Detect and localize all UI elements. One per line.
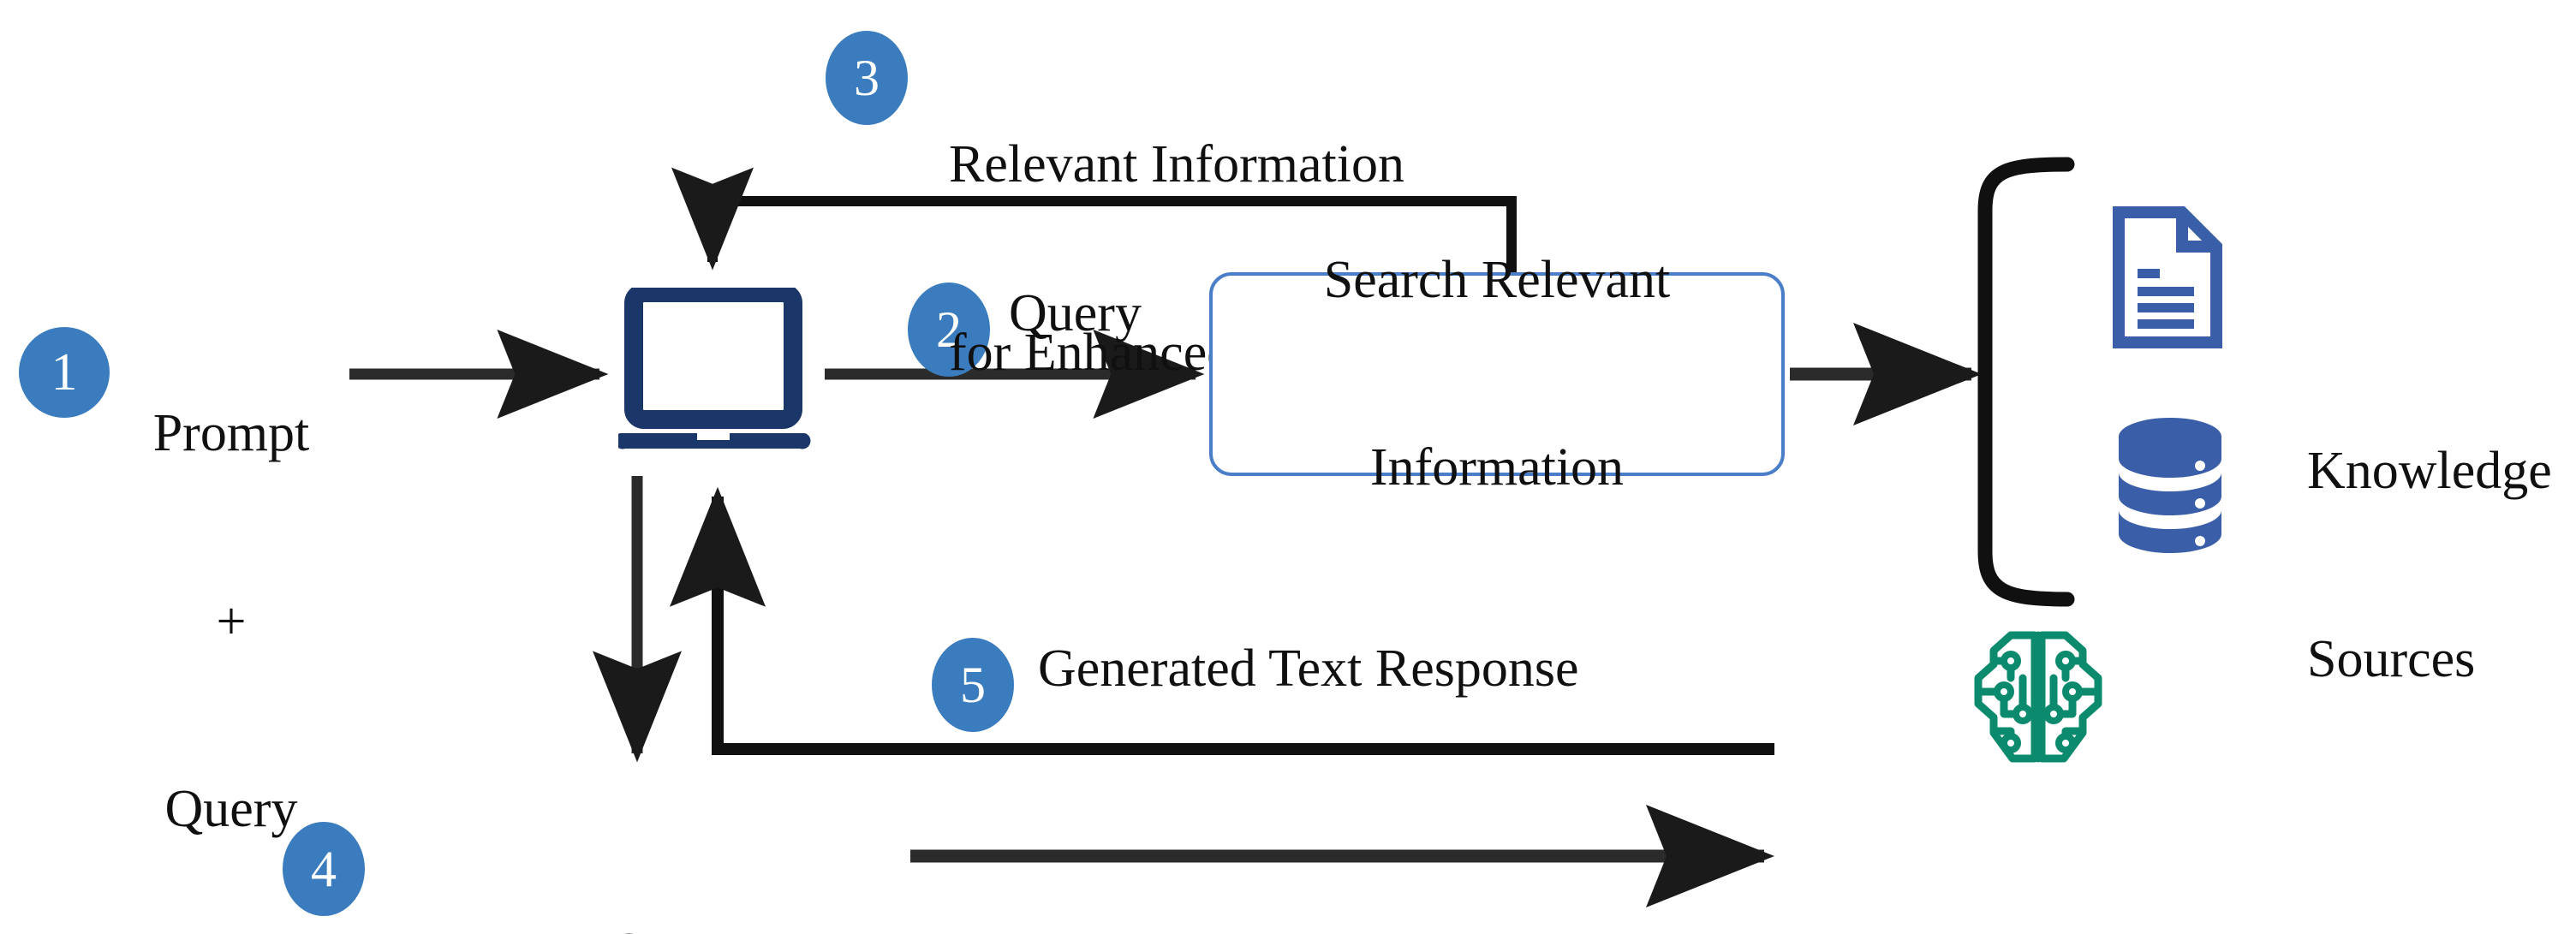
llm-endpoint-label: Large Language Model EndPoint (1833, 803, 2252, 934)
step-4-label: Prompt + Query + Enhanced Context (384, 796, 804, 934)
step-4-line-1: Prompt + Query + (384, 921, 804, 934)
step-5-label: Generated Text Response (1038, 640, 1579, 698)
laptop-icon (614, 283, 824, 459)
step-badge-4[interactable]: 4 (283, 822, 365, 916)
search-box-label: Search Relevant Information (1324, 123, 1671, 624)
step-1-line-1: Prompt (152, 404, 310, 463)
knowledge-sources-label: Knowledge Sources (2307, 315, 2552, 816)
database-icon (2110, 416, 2230, 567)
document-icon (2112, 205, 2223, 349)
step-1-line-3: Query (164, 780, 298, 839)
brain-circuit-icon (1961, 622, 2115, 776)
search-relevant-information-box[interactable]: Search Relevant Information (1209, 251, 1785, 497)
knowledge-sources-line-2: Sources (2307, 629, 2476, 688)
knowledge-sources-line-1: Knowledge (2307, 442, 2552, 501)
step-badge-2[interactable]: 2 (908, 283, 990, 377)
step-3-line-1: Relevant Information (949, 135, 1404, 194)
step-badge-1[interactable]: 1 (19, 327, 110, 418)
step-badge-5[interactable]: 5 (932, 638, 1014, 732)
search-box-line-1: Search Relevant (1323, 250, 1671, 309)
curly-bracket-icon (1977, 157, 2075, 607)
step-1-line-2: + (216, 592, 247, 651)
step-1-label: Prompt + Query (120, 277, 343, 934)
step-badge-3[interactable]: 3 (826, 31, 908, 125)
search-box-line-2: Information (1369, 438, 1625, 497)
step-2-label: Query (1009, 284, 1142, 342)
llm-endpoint-line-1: Large Language (1833, 928, 2252, 934)
